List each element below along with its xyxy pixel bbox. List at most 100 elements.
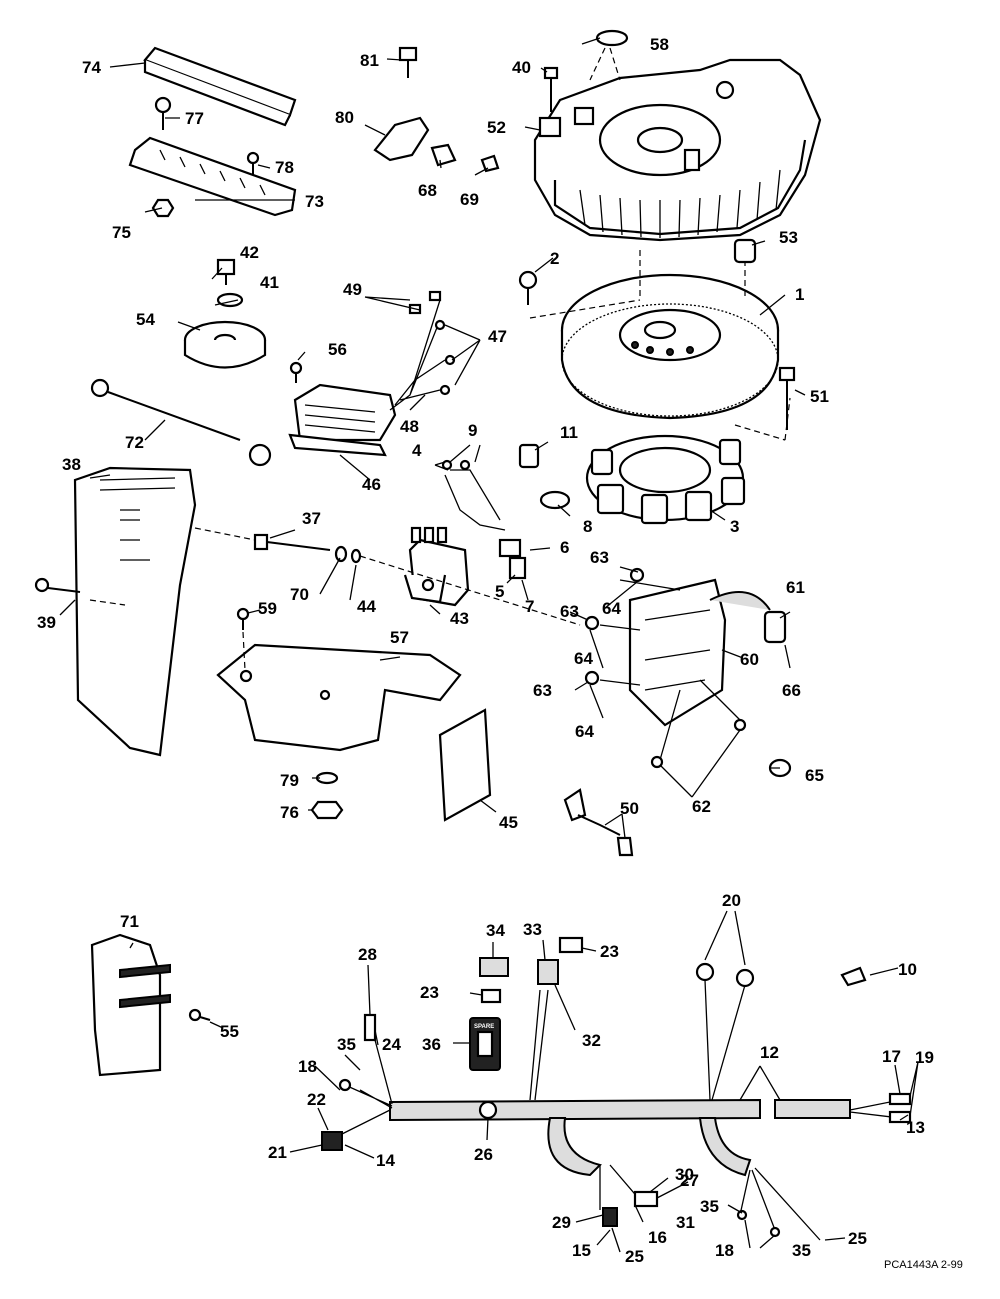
label-65: 65 <box>805 766 824 785</box>
label-19: 19 <box>915 1048 934 1067</box>
screw-59 <box>236 607 250 630</box>
label-18a: 18 <box>298 1057 317 1076</box>
nut-75 <box>151 198 175 218</box>
label-61: 61 <box>786 578 805 597</box>
label-25b: 25 <box>848 1229 867 1248</box>
label-53: 53 <box>779 228 798 247</box>
label-24: 24 <box>382 1035 401 1054</box>
label-46: 46 <box>362 475 381 494</box>
spark-plug-lead-50 <box>563 788 634 857</box>
label-41: 41 <box>260 273 279 292</box>
fuse-23 <box>480 988 502 1004</box>
label-23a: 23 <box>600 942 619 961</box>
label-35c: 35 <box>792 1241 811 1260</box>
label-49: 49 <box>343 280 362 299</box>
label-34: 34 <box>486 921 505 940</box>
label-44: 44 <box>357 597 376 616</box>
label-1: 1 <box>795 285 804 304</box>
label-48: 48 <box>400 417 419 436</box>
label-32: 32 <box>582 1031 601 1050</box>
bolt-81 <box>398 46 418 78</box>
label-63a: 63 <box>590 548 609 567</box>
screw-77 <box>154 96 172 130</box>
label-23b: 23 <box>420 983 439 1002</box>
clip-10 <box>840 966 867 987</box>
label-15: 15 <box>572 1241 591 1260</box>
reference-code: PCA1443A 2-99 <box>884 1259 963 1271</box>
flywheel <box>560 273 780 420</box>
label-81: 81 <box>360 51 379 70</box>
label-40: 40 <box>512 58 531 77</box>
label-42: 42 <box>240 243 259 262</box>
label-10: 10 <box>898 960 917 979</box>
label-64a: 64 <box>602 599 621 618</box>
label-38: 38 <box>62 455 81 474</box>
label-54: 54 <box>136 310 155 329</box>
bolt-51 <box>778 366 796 430</box>
rectifier <box>288 383 397 457</box>
label-20: 20 <box>722 891 741 910</box>
label-70: 70 <box>290 585 309 604</box>
label-60: 60 <box>740 650 759 669</box>
label-43: 43 <box>450 609 469 628</box>
label-3: 3 <box>730 517 739 536</box>
label-29: 29 <box>552 1213 571 1232</box>
stator <box>585 434 746 525</box>
label-45: 45 <box>499 813 518 832</box>
power-pack <box>628 578 727 727</box>
label-69: 69 <box>460 190 479 209</box>
label-52: 52 <box>487 118 506 137</box>
screw-56 <box>289 361 303 383</box>
timer-base <box>183 320 267 369</box>
label-35a: 35 <box>337 1035 356 1054</box>
screw-55 <box>188 1008 211 1022</box>
terminal-cover <box>143 46 297 127</box>
label-6: 6 <box>560 538 569 557</box>
label-55: 55 <box>220 1022 239 1041</box>
label-21: 21 <box>268 1143 287 1162</box>
label-28: 28 <box>358 945 377 964</box>
label-66: 66 <box>782 681 801 700</box>
label-16: 16 <box>648 1228 667 1247</box>
leader-lines <box>59 37 919 1253</box>
label-37: 37 <box>302 509 321 528</box>
label-75: 75 <box>112 223 131 242</box>
screw-78 <box>246 151 260 175</box>
label-14: 14 <box>376 1151 395 1170</box>
nut-76 <box>310 800 344 820</box>
label-72: 72 <box>125 433 144 452</box>
label-13: 13 <box>906 1118 925 1137</box>
label-80: 80 <box>335 108 354 127</box>
ignition-coil <box>403 526 470 607</box>
shield-45 <box>438 708 492 822</box>
label-63c: 63 <box>533 681 552 700</box>
screw-39 <box>34 577 81 593</box>
label-59: 59 <box>258 599 277 618</box>
spare-fuse-holder: SPARE <box>469 1017 501 1071</box>
label-74: 74 <box>82 58 101 77</box>
bolt-37 <box>253 533 331 551</box>
label-57: 57 <box>390 628 409 647</box>
label-8: 8 <box>583 517 592 536</box>
label-78: 78 <box>275 158 294 177</box>
cover-71 <box>90 933 171 1077</box>
label-30: 30 <box>675 1165 694 1184</box>
label-18b: 18 <box>715 1241 734 1260</box>
fuse-cap-34 <box>479 957 509 977</box>
label-79: 79 <box>280 771 299 790</box>
bolt-40 <box>543 66 559 112</box>
label-22: 22 <box>307 1090 326 1109</box>
label-36: 36 <box>422 1035 441 1054</box>
label-7: 7 <box>525 597 534 616</box>
ground-strap <box>90 378 272 467</box>
bolt-42 <box>216 258 236 285</box>
bolt-2 <box>518 270 538 305</box>
label-62: 62 <box>692 797 711 816</box>
spare-tag-text: SPARE <box>474 1024 494 1030</box>
label-64c: 64 <box>575 722 594 741</box>
flywheel-cover <box>533 58 822 242</box>
label-47: 47 <box>488 327 507 346</box>
label-33: 33 <box>523 920 542 939</box>
label-35b: 35 <box>700 1197 719 1216</box>
